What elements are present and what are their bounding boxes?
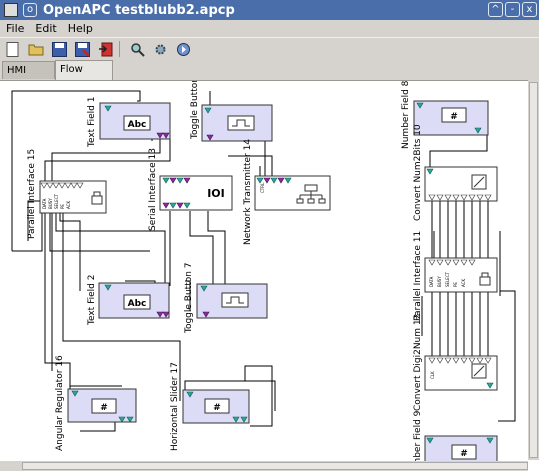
block-label: Number Field 9	[413, 410, 423, 462]
block-inner-label: #	[100, 403, 108, 413]
title-bar: o OpenAPC testblubb2.apcp ^ - x	[0, 0, 539, 20]
new-file-icon[interactable]	[5, 41, 21, 57]
window-menu-icon[interactable]	[4, 3, 18, 17]
block-network-transmitter-14[interactable]: CTRL Network Transmitter 14	[243, 139, 331, 245]
pin-label: ACK	[66, 201, 71, 209]
block-serial-interface-13[interactable]: IOI Serial Interface 13	[148, 148, 233, 231]
window-title: OpenAPC testblubb2.apcp	[43, 2, 235, 18]
block-convert-num2bits-10[interactable]: Convert Num2Bits 10	[413, 124, 498, 221]
menu-bar: File Edit Help	[0, 20, 539, 37]
block-angular-regulator-16[interactable]: # Angular Regulator 16	[55, 355, 137, 451]
block-inner-label: #	[213, 403, 221, 413]
pin-icon[interactable]: o	[23, 3, 37, 17]
menu-file[interactable]: File	[6, 22, 25, 35]
block-label: Number Field 8	[401, 81, 411, 149]
tab-hmi-editor[interactable]: HMI Editor	[2, 61, 55, 94]
block-parallel-interface-15[interactable]: DATA BUSY SELECT PE ACK Parallel Interfa…	[27, 149, 107, 239]
block-text-field-1[interactable]: Abc Text Field 1	[87, 97, 171, 148]
block-label: Text Field 1	[87, 97, 97, 148]
block-inner-label: Abc	[128, 299, 147, 309]
block-inner-label: Abc	[128, 120, 147, 130]
block-convert-digi2num-12[interactable]: CLK Convert Digi2Num 12	[413, 314, 498, 411]
pin-label: SELECT	[445, 271, 450, 287]
block-label: Toggle Button 7	[184, 262, 194, 334]
vertical-scroll-thumb[interactable]	[529, 82, 538, 458]
block-inner-label: #	[460, 449, 468, 459]
block-toggle-button-6[interactable]: Toggle Button 6	[190, 81, 273, 142]
block-parallel-interface-11[interactable]: DATA BUSY SELECT PE ACK Parallel Interfa…	[413, 231, 498, 321]
toolbar-separator	[119, 41, 120, 57]
block-label: Network Transmitter 14	[243, 139, 253, 245]
block-toggle-button-7[interactable]: Toggle Button 7	[184, 262, 268, 334]
settings-icon[interactable]	[152, 41, 168, 57]
menu-help[interactable]: Help	[67, 22, 93, 35]
run-icon[interactable]	[175, 41, 191, 57]
vertical-scrollbar[interactable]	[528, 80, 539, 460]
pin-label: DATA	[42, 198, 47, 209]
block-label: Serial Interface 13	[148, 148, 158, 231]
serial-icon: IOI	[207, 187, 225, 200]
pin-label: PE	[60, 204, 65, 209]
toolbar	[0, 37, 539, 60]
exit-icon[interactable]	[97, 41, 113, 57]
block-label: Convert Digi2Num 12	[413, 314, 423, 411]
menu-edit[interactable]: Edit	[35, 22, 57, 35]
block-label: Convert Num2Bits 10	[413, 124, 423, 221]
pin-label: CLK	[430, 371, 435, 379]
block-label: Parallel Interface 15	[27, 149, 37, 239]
pin-label: CTRL	[260, 182, 265, 193]
block-text-field-2[interactable]: Abc Text Field 2	[87, 275, 170, 326]
block-horizontal-slider-17[interactable]: # Horizontal Slider 17	[170, 362, 250, 451]
flow-canvas[interactable]: Abc Text Field 1 Toggle Button 6 DATA BU…	[0, 80, 539, 472]
close-button[interactable]: x	[522, 2, 537, 17]
open-folder-icon[interactable]	[28, 41, 44, 57]
block-label: Toggle Button 6	[190, 81, 200, 140]
save-icon[interactable]	[51, 41, 67, 57]
pin-label: ACK	[461, 279, 466, 287]
pin-label: SELECT	[54, 193, 59, 209]
find-icon[interactable]	[129, 41, 145, 57]
horizontal-scrollbar[interactable]	[0, 461, 528, 471]
pin-label: BUSY	[437, 276, 442, 287]
pin-label: DATA	[429, 276, 434, 287]
save-as-icon[interactable]	[74, 41, 90, 57]
minimize-button[interactable]: -	[505, 2, 520, 17]
block-label: Horizontal Slider 17	[170, 362, 180, 451]
block-number-field-9[interactable]: # Number Field 9	[413, 410, 498, 462]
block-inner-label: #	[450, 112, 458, 122]
block-number-field-8[interactable]: # Number Field 8	[401, 81, 489, 149]
pin-label: BUSY	[48, 198, 53, 209]
block-label: Parallel Interface 11	[413, 231, 423, 321]
tab-flow-editor[interactable]: Flow Editor	[55, 60, 113, 93]
block-label: Angular Regulator 16	[55, 355, 65, 451]
pin-label: PE	[453, 282, 458, 287]
shade-button[interactable]: ^	[488, 2, 503, 17]
block-label: Text Field 2	[87, 275, 97, 326]
horizontal-scroll-thumb[interactable]	[22, 462, 528, 470]
tab-bar: HMI Editor Flow Editor	[0, 60, 539, 94]
